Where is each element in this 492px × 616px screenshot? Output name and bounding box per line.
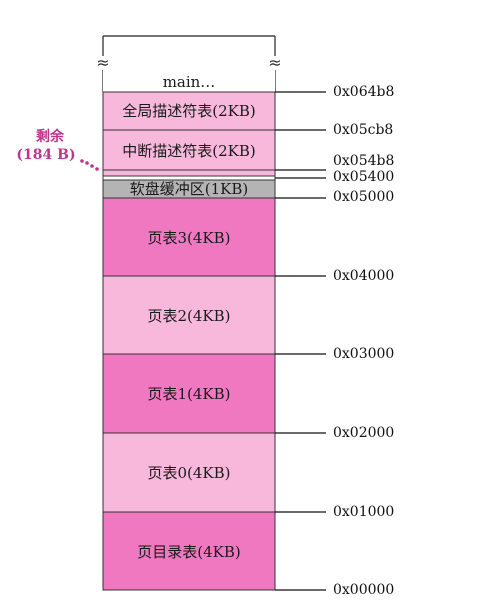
segment-pg1-label: 页表1(4KB): [147, 385, 230, 403]
segment-pg2-block: [102, 275, 276, 355]
segment-main-label: main…: [163, 73, 216, 91]
segment-pg0-block: [102, 432, 276, 513]
segment-page-table-2: 页表2(4KB): [102, 275, 276, 355]
address-ticks: [275, 91, 326, 591]
segment-main-block: [103, 70, 275, 92]
segment-idt-block: [102, 129, 276, 171]
segment-pg3-label: 页表3(4KB): [147, 229, 230, 247]
address-labels: 0x064b8 0x05cb8 0x054b8 0x05400 0x05000 …: [333, 84, 394, 598]
segment-page-directory: 页目录表(4KB): [102, 511, 276, 591]
address-05400: 0x05400: [333, 169, 394, 185]
segment-gdt: 全局描述符表(2KB): [102, 91, 276, 131]
address-01000: 0x01000: [333, 504, 394, 520]
address-02000: 0x02000: [333, 425, 394, 441]
break-mark-left: ≈: [96, 53, 109, 72]
segment-remainder-slice: [102, 169, 276, 177]
segment-pg2-label: 页表2(4KB): [147, 307, 230, 325]
remainder-note-size: (184 B): [16, 147, 75, 163]
segment-pg0-label: 页表0(4KB): [147, 464, 230, 482]
segment-floppy-buffer: 软盘缓冲区(1KB): [102, 179, 276, 199]
segment-main: main…: [103, 70, 275, 92]
segment-page-table-1: 页表1(4KB): [102, 353, 276, 434]
address-03000: 0x03000: [333, 346, 394, 362]
segment-gdt-block: [102, 91, 276, 131]
address-04000: 0x04000: [333, 268, 394, 284]
address-00000: 0x00000: [333, 582, 394, 598]
remainder-note-title: 剩余: [36, 128, 65, 145]
segment-page-table-0: 页表0(4KB): [102, 432, 276, 513]
segment-idt: 中断描述符表(2KB): [102, 129, 276, 171]
segment-floppy-label: 软盘缓冲区(1KB): [130, 180, 248, 198]
segment-gdt-label: 全局描述符表(2KB): [122, 102, 255, 120]
address-05000: 0x05000: [333, 189, 394, 205]
segment-pg1-block: [102, 353, 276, 434]
segment-pgdir-label: 页目录表(4KB): [137, 543, 240, 561]
segment-idt-label: 中断描述符表(2KB): [122, 142, 255, 160]
address-064b8: 0x064b8: [333, 84, 394, 100]
address-05cb8: 0x05cb8: [333, 122, 393, 138]
segment-pgdir-block: [102, 511, 276, 591]
top-open-region: ≈ ≈: [96, 35, 282, 92]
address-054b8: 0x054b8: [333, 153, 394, 169]
remainder-annotation: 剩余 (184 B): [16, 128, 99, 171]
break-mark-right: ≈: [268, 53, 281, 72]
segment-page-table-3: 页表3(4KB): [102, 197, 276, 277]
remainder-dotted-leader: [80, 159, 99, 171]
